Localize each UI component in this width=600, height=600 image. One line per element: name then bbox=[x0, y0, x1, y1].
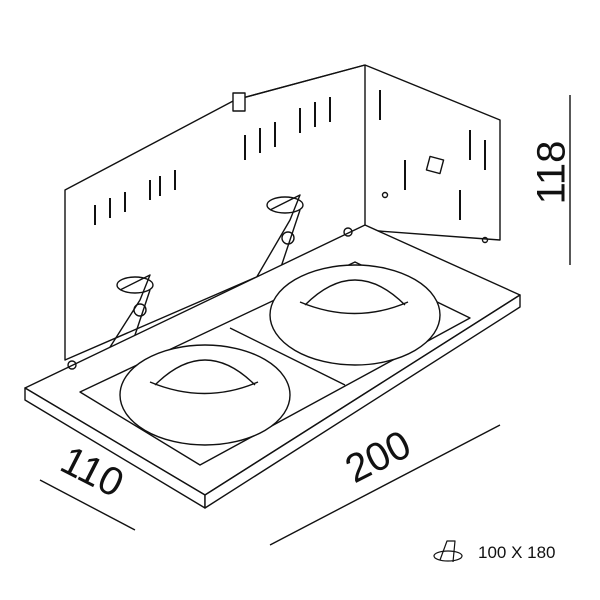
dim-line-width bbox=[269, 424, 501, 546]
dim-line-depth bbox=[39, 479, 136, 531]
dimension-height: 118 bbox=[529, 140, 574, 205]
cutout-size: 100 X 180 bbox=[478, 543, 556, 562]
cutout-icon bbox=[433, 540, 463, 563]
lamp-left bbox=[119, 344, 291, 446]
lamp-right bbox=[269, 264, 441, 366]
